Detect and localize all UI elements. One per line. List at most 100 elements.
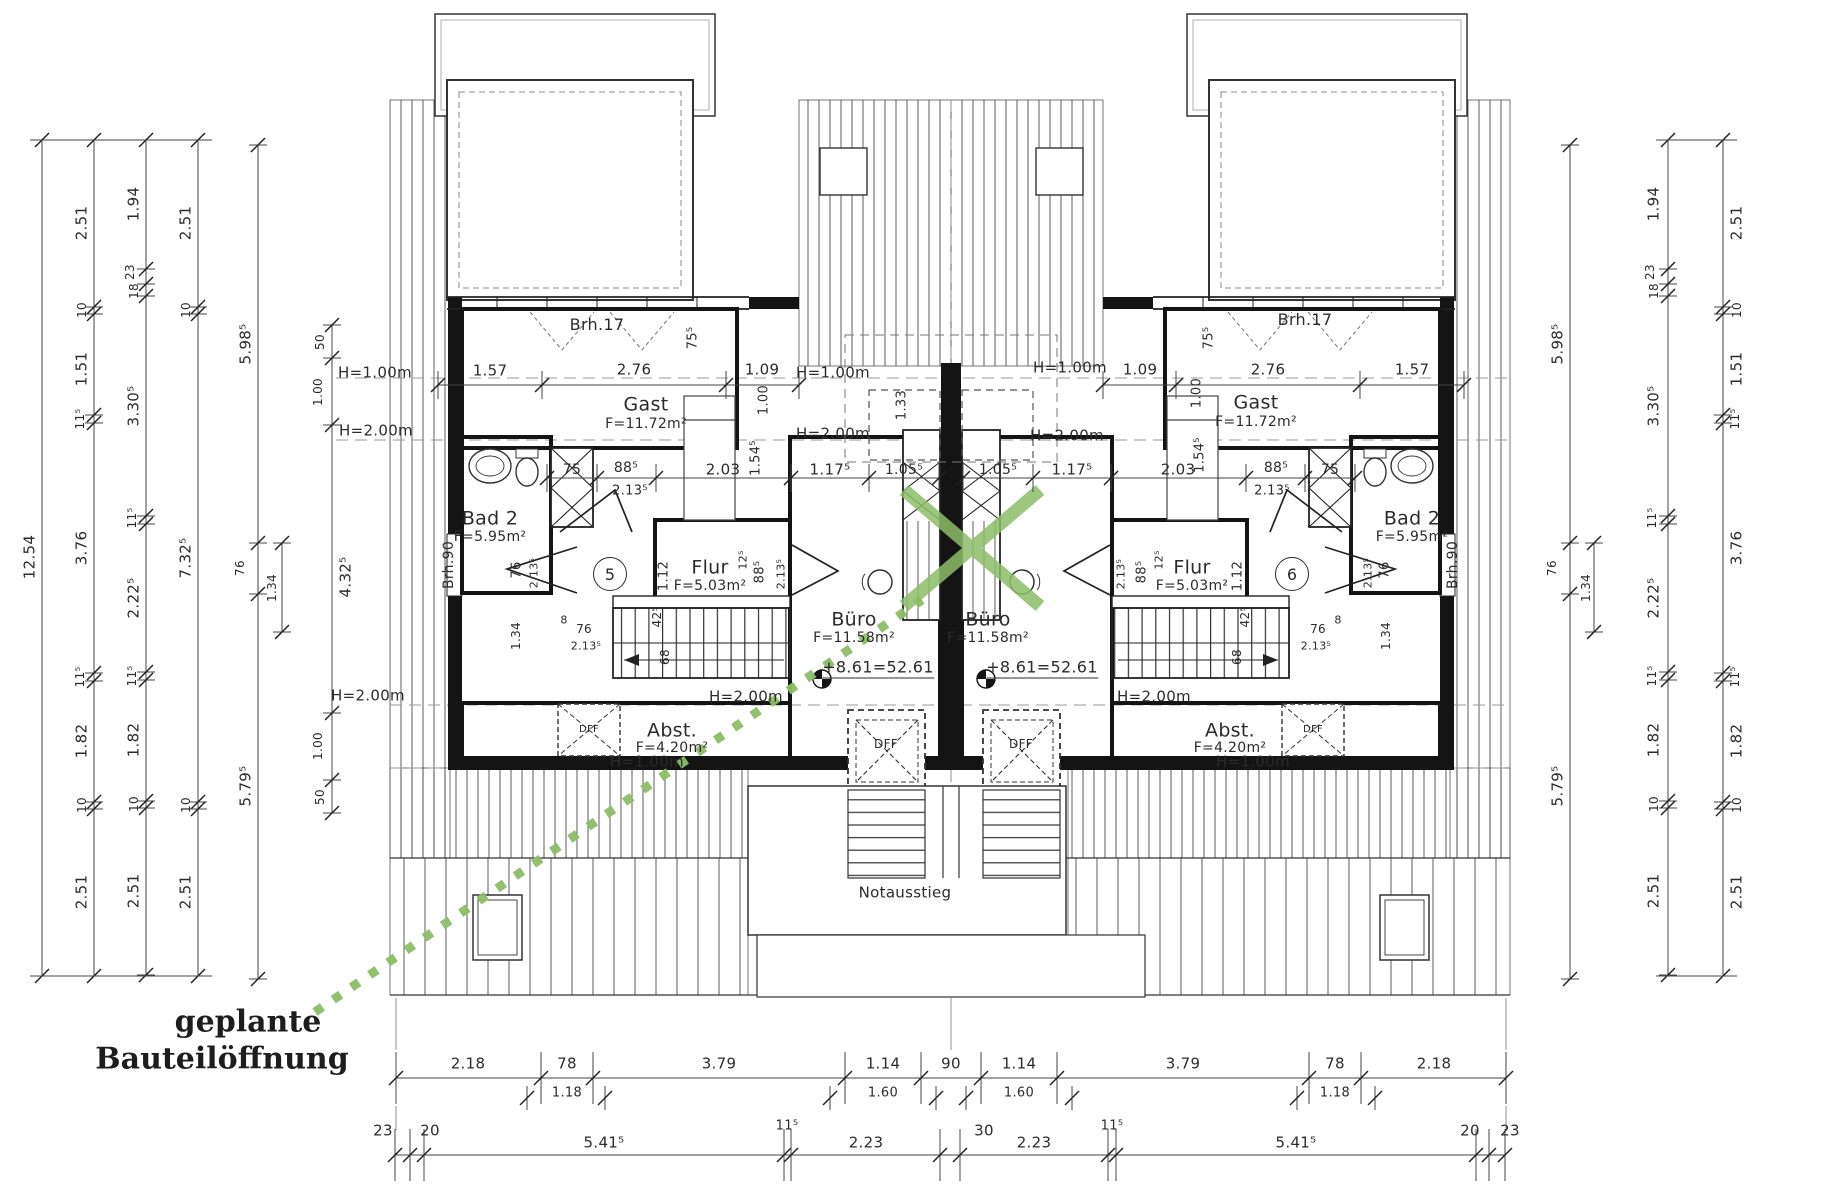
dim-label: 2.51 [1727,874,1746,910]
dim-label: 11⁵ [1645,507,1659,529]
dim-label: 2.13⁵ [1114,558,1128,590]
dim-label: 11⁵ [1100,1118,1124,1134]
level-label: +8.61=52.61 [986,657,1098,679]
height-label: H=1.00m [338,363,412,382]
dim-label: 23 [373,1121,393,1140]
dim-label: 1.12 [1230,560,1246,592]
dim-label: 1.12 [656,560,672,592]
dim-label: 2.51 [176,205,195,241]
dim-label: 5.41⁵ [1275,1133,1317,1152]
dim-label: 23 [1643,264,1657,280]
dim-label: 10 [1730,797,1744,813]
unit-6-badge: 6 [1275,557,1309,591]
dim-label: 90 [941,1054,961,1073]
dim-label: 2.76 [1250,360,1286,379]
dim-label: 2.03 [1160,460,1196,479]
level-marker-right [976,669,996,689]
dim-label: 78 [1325,1054,1345,1073]
dff-label: DFF [1302,724,1324,735]
dim-label: 18 [1647,283,1661,299]
dim-label: 75 [1320,462,1340,478]
room-area-buero: F=11.58m² [947,630,1029,646]
dim-label: 4.32⁵ [336,556,355,598]
dim-label: 50 [313,789,327,805]
height-label: H=1.00m [610,752,684,771]
green-x-icon [899,485,1045,611]
dim-label: 1.57 [472,361,508,380]
room-name-abst: Abst. [647,719,697,742]
dim-label: 5.79⁵ [236,765,255,807]
dff-skylights [557,703,1345,791]
height-label: H=2.00m [331,686,405,705]
room-name-flur: Flur [1173,556,1211,579]
dim-label: 10 [75,797,89,813]
dim-label: 76 [233,560,247,576]
dim-label: 75⁵ [1201,326,1217,350]
dim-label: 1.60 [867,1085,899,1101]
stairs-left [612,595,791,679]
dim-label: 2.13⁵ [570,639,602,653]
dim-label: 2.13⁵ [1361,557,1375,589]
dim-label: 2.51 [1644,873,1663,909]
dim-label: 10 [179,797,193,813]
room-name-bad: Bad 2 [1383,507,1441,530]
room-name-gast: Gast [623,393,669,416]
dim-label: 23 [123,264,137,280]
room-area-gast: F=11.72m² [1215,414,1297,430]
dim-label: 1.34 [1379,622,1393,650]
dim-label: 1.82 [1644,722,1663,758]
room-name-bad: Bad 2 [461,507,519,530]
dff-label: DFF [578,724,600,735]
dim-label: 1.82 [124,722,143,758]
room-name-gast: Gast [1233,391,1279,414]
level-label: +8.61=52.61 [822,657,934,679]
dim-label: 11⁵ [125,665,139,687]
dim-label: 1.05⁵ [884,462,924,478]
room-name-abst: Abst. [1205,719,1255,742]
dim-label: 30 [974,1121,994,1140]
dim-label: 11⁵ [775,1118,799,1134]
dim-label: 3.76 [72,530,91,566]
dimension-ticks [30,132,1737,1181]
dim-label: 7.32⁵ [176,537,195,579]
dim-label: 23 [1500,1121,1520,1140]
dim-label: 68 [658,649,672,665]
dim-label: 88⁵ [752,560,768,584]
dim-label: 2.22⁵ [124,577,143,619]
dim-label: 75⁵ [685,326,701,350]
unit-6-number: 6 [1286,564,1298,584]
dim-label: 10 [1647,796,1661,812]
dim-label: 88⁵ [1263,460,1289,476]
room-area-abst: F=4.20m² [1193,740,1267,756]
room-area-bad: F=5.95m² [453,529,527,545]
dim-label: 76 [1377,561,1393,579]
dim-label: 2.13⁵ [612,483,648,499]
brh90-label: Brh.90 [1445,540,1461,590]
dim-label: 76 [509,561,525,579]
dim-label: 18 [127,283,141,299]
stairs-right [1111,595,1290,679]
dim-label: 1.51 [72,351,91,387]
dim-label: 2.13⁵ [774,558,788,590]
dim-label: 12.54 [20,534,39,580]
dim-label: 76 [576,622,592,636]
interior-walls [460,307,1442,760]
room-area-bad: F=5.95m² [1375,529,1449,545]
chimney-penetrations [472,894,1430,961]
dim-label: 1.54⁵ [748,440,764,476]
dim-label: 11⁵ [1645,665,1659,687]
dim-label: 10 [75,302,89,318]
dim-label: 2.76 [616,360,652,379]
dim-label: 1.57 [1394,360,1430,379]
dim-label: 88⁵ [613,460,639,476]
shaft-right [1308,447,1352,528]
dim-label: 10 [179,302,193,318]
dim-label: 42⁵ [1238,606,1252,628]
dim-label: 5.79⁵ [1548,765,1567,807]
dim-label: 5.98⁵ [236,323,255,365]
dim-label: 1.54⁵ [1192,437,1208,473]
dim-label: 3.76 [1727,530,1746,566]
dim-label: 1.94 [124,186,143,222]
dim-label: 1.33 [894,389,910,421]
